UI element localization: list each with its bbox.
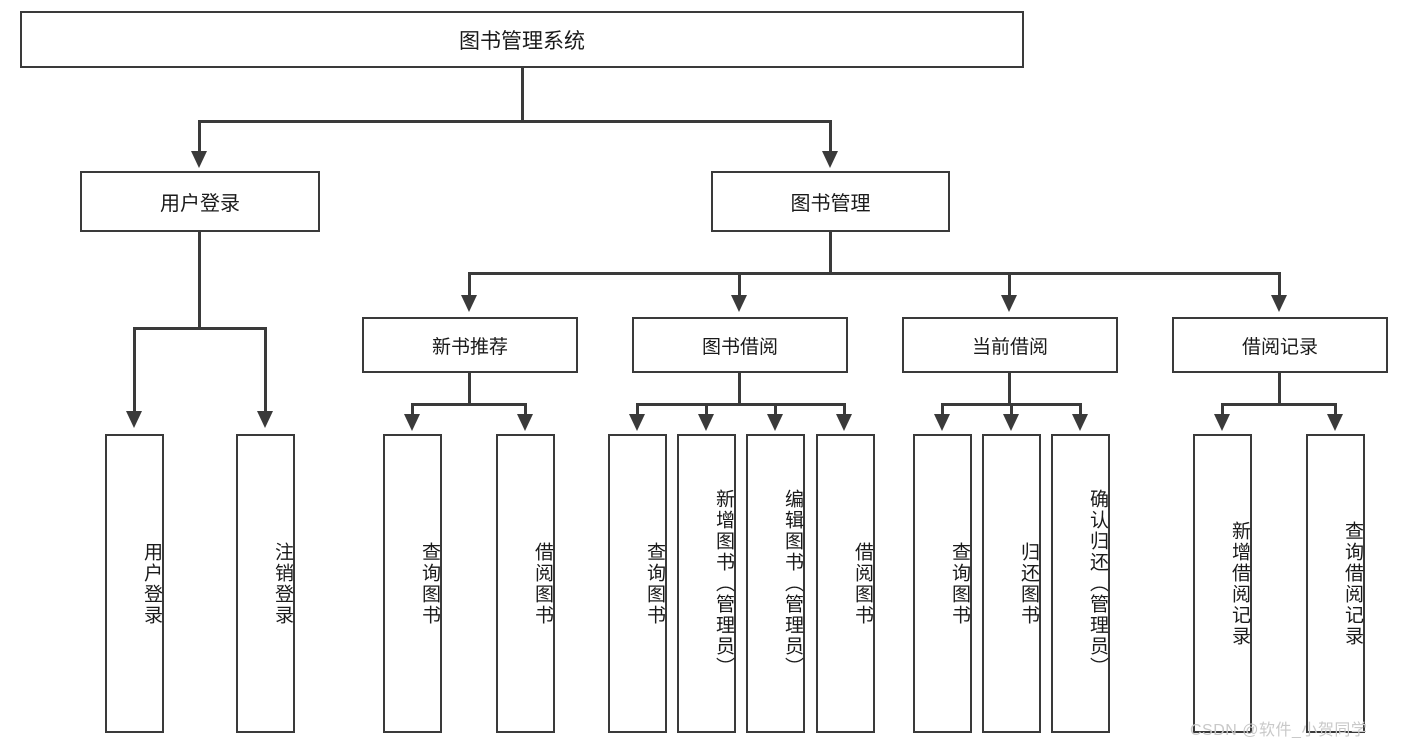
connector-nbr-stem <box>468 373 471 406</box>
connector-br-stem <box>1278 373 1281 406</box>
connector-user-login-stem <box>198 232 201 329</box>
connector-bb-drop-1 <box>636 403 639 416</box>
node-label: 新书推荐 <box>431 336 508 358</box>
connector-user-login-drop-1 <box>133 327 136 413</box>
connector-bm-drop-4 <box>1278 272 1281 297</box>
arrow-bm-to-new-book-recommend <box>461 295 477 312</box>
connector-nbr-bus <box>411 403 527 406</box>
connector-bb-drop-2 <box>705 403 708 416</box>
node-label: 编辑图书（管理员） <box>782 489 803 678</box>
connector-br-drop-2 <box>1334 403 1337 416</box>
node-leaf-add-borrow-record[interactable]: 新增借阅记录 <box>1193 434 1252 733</box>
node-label: 图书借阅 <box>701 336 778 358</box>
node-leaf-user-login[interactable]: 用户登录 <box>105 434 164 733</box>
node-book-borrow[interactable]: 图书借阅 <box>632 317 848 373</box>
node-leaf-confirm-return[interactable]: 确认归还（管理员） <box>1051 434 1110 733</box>
node-leaf-query-book-2[interactable]: 查询图书 <box>608 434 667 733</box>
arrow-br-leaf-2 <box>1327 414 1343 431</box>
arrow-user-login-leaf-1 <box>126 411 142 428</box>
arrow-br-leaf-1 <box>1214 414 1230 431</box>
node-leaf-borrow-book-2[interactable]: 借阅图书 <box>816 434 875 733</box>
node-label: 借阅图书 <box>852 541 873 626</box>
node-label: 查询图书 <box>419 541 440 626</box>
arrow-cb-leaf-1 <box>934 414 950 431</box>
node-leaf-query-book-3[interactable]: 查询图书 <box>913 434 972 733</box>
node-leaf-add-book[interactable]: 新增图书（管理员） <box>677 434 736 733</box>
connector-br-bus <box>1221 403 1337 406</box>
node-current-borrow[interactable]: 当前借阅 <box>902 317 1118 373</box>
arrow-bb-leaf-3 <box>767 414 783 431</box>
arrow-bb-leaf-1 <box>629 414 645 431</box>
arrow-nbr-leaf-1 <box>404 414 420 431</box>
arrow-nbr-leaf-2 <box>517 414 533 431</box>
connector-root-to-book-management <box>829 120 832 153</box>
node-label: 新增图书（管理员） <box>713 489 734 678</box>
connector-cb-drop-1 <box>941 403 944 416</box>
connector-root-bus <box>198 120 830 123</box>
arrow-cb-leaf-3 <box>1072 414 1088 431</box>
node-label: 用户登录 <box>160 193 240 215</box>
node-label: 图书管理系统 <box>459 29 585 53</box>
connector-user-login-bus <box>133 327 267 330</box>
arrow-root-to-user-login <box>191 151 207 168</box>
node-label: 借阅记录 <box>1241 336 1318 358</box>
connector-bm-drop-2 <box>738 272 741 297</box>
arrow-bb-leaf-2 <box>698 414 714 431</box>
node-leaf-edit-book[interactable]: 编辑图书（管理员） <box>746 434 805 733</box>
node-label: 查询借阅记录 <box>1342 520 1363 647</box>
node-borrow-record[interactable]: 借阅记录 <box>1172 317 1388 373</box>
node-book-management[interactable]: 图书管理 <box>711 171 950 232</box>
node-label: 当前借阅 <box>971 336 1048 358</box>
connector-root-stem <box>521 68 524 122</box>
connector-nbr-drop-1 <box>411 403 414 416</box>
arrow-cb-leaf-2 <box>1003 414 1019 431</box>
connector-bm-drop-3 <box>1008 272 1011 297</box>
connector-bb-bus <box>636 403 846 406</box>
connector-cb-drop-3 <box>1079 403 1082 416</box>
node-leaf-borrow-book-1[interactable]: 借阅图书 <box>496 434 555 733</box>
node-root-system[interactable]: 图书管理系统 <box>20 11 1024 68</box>
node-label: 查询图书 <box>949 541 970 626</box>
node-leaf-return-book[interactable]: 归还图书 <box>982 434 1041 733</box>
node-label: 注销登录 <box>272 541 293 626</box>
node-label: 用户登录 <box>141 541 162 626</box>
csdn-watermark: CSDN @软件_小贺同学 <box>1190 722 1368 739</box>
connector-root-to-user-login <box>198 120 201 153</box>
connector-cb-stem <box>1008 373 1011 406</box>
arrow-bm-to-current-borrow <box>1001 295 1017 312</box>
connector-bb-drop-3 <box>774 403 777 416</box>
node-label: 新增借阅记录 <box>1229 520 1250 647</box>
connector-user-login-drop-2 <box>264 327 267 413</box>
node-label: 查询图书 <box>644 541 665 626</box>
node-label: 图书管理 <box>790 193 871 215</box>
connector-bm-drop-1 <box>468 272 471 297</box>
connector-bb-drop-4 <box>843 403 846 416</box>
connector-br-drop-1 <box>1221 403 1224 416</box>
node-label: 确认归还（管理员） <box>1087 489 1108 678</box>
node-leaf-query-book-1[interactable]: 查询图书 <box>383 434 442 733</box>
arrow-root-to-book-management <box>822 151 838 168</box>
connector-nbr-drop-2 <box>524 403 527 416</box>
arrow-user-login-leaf-2 <box>257 411 273 428</box>
node-leaf-logout-login[interactable]: 注销登录 <box>236 434 295 733</box>
connector-book-management-stem <box>829 232 832 274</box>
node-label: 归还图书 <box>1018 541 1039 626</box>
node-label: 借阅图书 <box>532 541 553 626</box>
connector-book-management-bus <box>468 272 1280 275</box>
connector-bb-stem <box>738 373 741 406</box>
node-leaf-query-borrow-record[interactable]: 查询借阅记录 <box>1306 434 1365 733</box>
arrow-bm-to-borrow-record <box>1271 295 1287 312</box>
node-user-login[interactable]: 用户登录 <box>80 171 320 232</box>
connector-cb-drop-2 <box>1010 403 1013 416</box>
arrow-bb-leaf-4 <box>836 414 852 431</box>
node-new-book-recommend[interactable]: 新书推荐 <box>362 317 578 373</box>
arrow-bm-to-book-borrow <box>731 295 747 312</box>
